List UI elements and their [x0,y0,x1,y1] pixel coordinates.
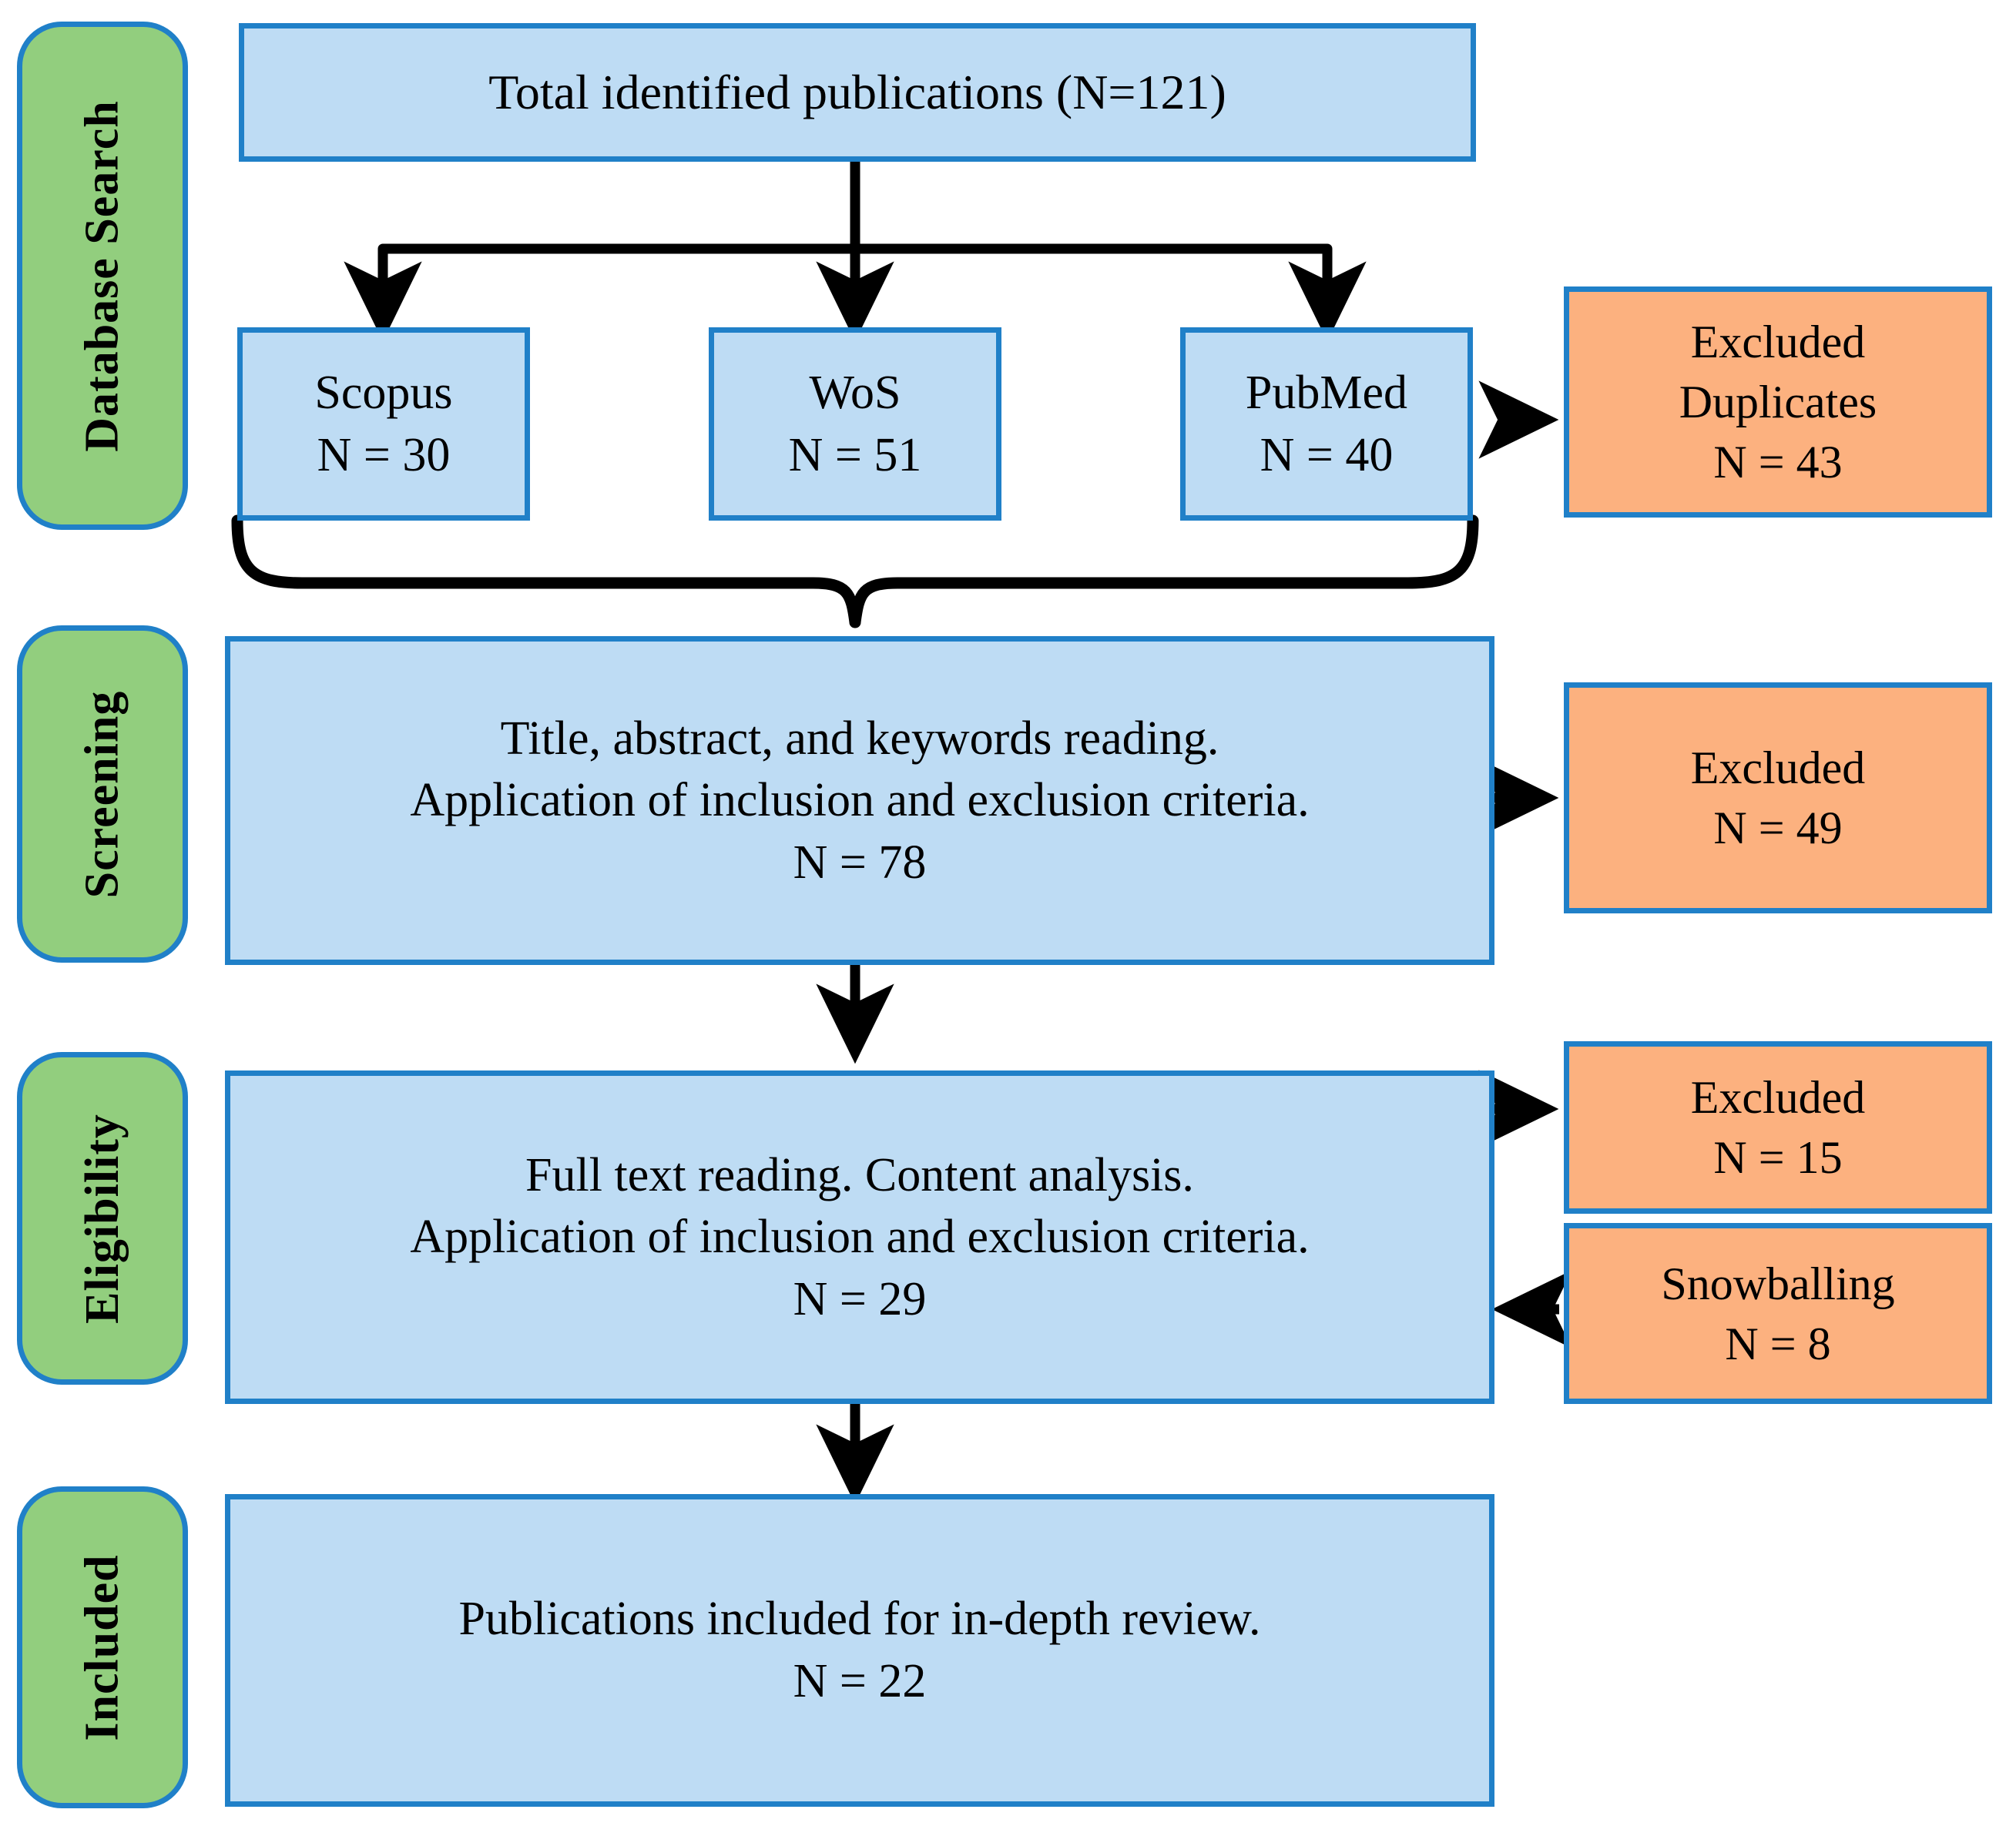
snowballing-count: N = 8 [1725,1318,1831,1369]
excluded-duplicates-count: N = 43 [1713,437,1843,487]
screening-line-2: Application of inclusion and exclusion c… [410,774,1310,827]
scopus-label: Scopus [314,366,453,419]
node-snowballing: Snowballing N = 8 [1564,1223,1992,1404]
stage-label-eligibility-text: Eligibility [75,1113,129,1324]
stage-label-database-search-text: Database Search [75,99,129,452]
stage-label-included: Included [17,1486,188,1808]
stage-label-screening: Screening [17,625,188,963]
brace-databases-to-screening [231,514,1479,628]
wos-label: WoS [809,366,901,419]
excluded-duplicates-sublabel: Duplicates [1679,377,1877,427]
stage-label-included-text: Included [75,1553,129,1741]
eligibility-count: N = 29 [793,1272,927,1325]
wos-count: N = 51 [788,428,922,481]
node-wos: WoS N = 51 [709,327,1001,521]
excluded-screening-count: N = 49 [1713,802,1843,853]
node-included: Publications included for in-depth revie… [225,1494,1494,1807]
included-count: N = 22 [793,1655,927,1707]
included-line-1: Publications included for in-depth revie… [458,1593,1261,1646]
screening-count: N = 78 [793,836,927,889]
excluded-eligibility-label: Excluded [1690,1072,1866,1123]
node-total-identified-publications: Total identified publications (N=121) [239,23,1476,162]
excluded-eligibility-count: N = 15 [1713,1132,1843,1183]
node-excluded-screening: Excluded N = 49 [1564,682,1992,913]
eligibility-line-2: Application of inclusion and exclusion c… [410,1211,1310,1264]
total-identified-label: Total identified publications (N=121) [488,65,1226,120]
arrow-total-to-databases [344,162,1367,342]
stage-label-screening-text: Screening [75,690,129,898]
node-eligibility: Full text reading. Content analysis. App… [225,1070,1494,1404]
screening-line-1: Title, abstract, and keywords reading. [500,712,1219,765]
excluded-screening-label: Excluded [1690,742,1866,793]
stage-label-database-search: Database Search [17,22,188,530]
node-excluded-eligibility: Excluded N = 15 [1564,1041,1992,1214]
node-screening: Title, abstract, and keywords reading. A… [225,636,1494,965]
stage-label-eligibility: Eligibility [17,1052,188,1385]
scopus-count: N = 30 [317,428,451,481]
node-pubmed: PubMed N = 40 [1180,327,1473,521]
node-scopus: Scopus N = 30 [237,327,530,521]
pubmed-label: PubMed [1245,366,1408,419]
snowballing-label: Snowballing [1661,1258,1895,1309]
eligibility-line-1: Full text reading. Content analysis. [525,1148,1194,1201]
node-excluded-duplicates: Excluded Duplicates N = 43 [1564,286,1992,518]
pubmed-count: N = 40 [1260,428,1394,481]
excluded-duplicates-label: Excluded [1690,317,1866,367]
